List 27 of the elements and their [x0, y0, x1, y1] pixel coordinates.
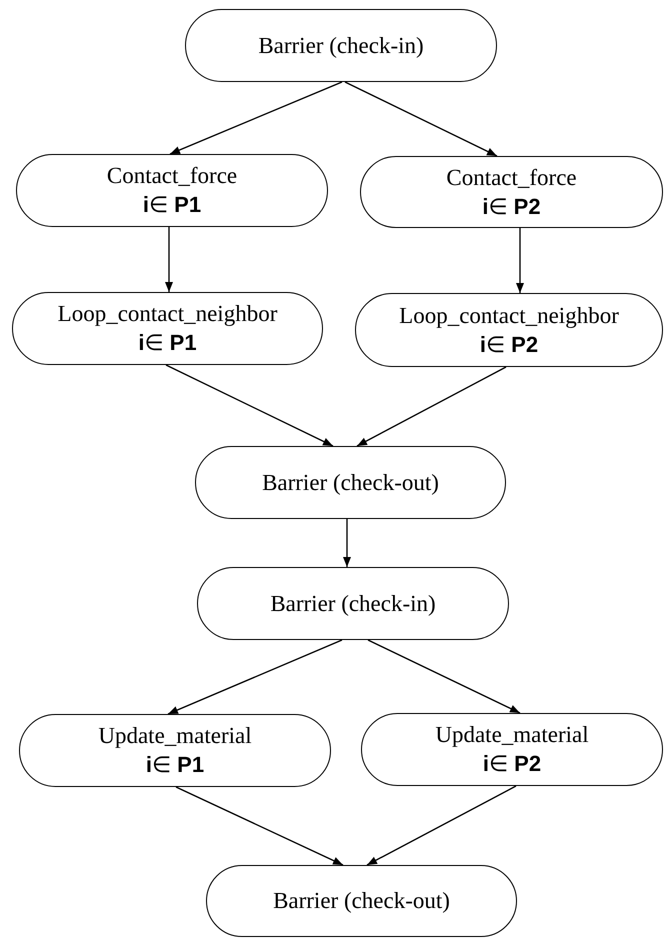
process-name: Barrier (check-in)	[270, 590, 436, 618]
index-set: i∈ P1	[138, 329, 197, 358]
process-name: Contact_force	[106, 162, 238, 190]
index-set: i∈ P1	[142, 191, 202, 220]
arrow	[368, 639, 520, 714]
index-set: i∈ P2	[482, 750, 542, 778]
index-set: i∈ P2	[480, 330, 538, 359]
arrow	[516, 228, 524, 293]
arrow	[168, 639, 342, 715]
arrow	[166, 364, 334, 447]
arrow	[170, 81, 342, 155]
process-name: Update_material	[435, 721, 589, 750]
process-name: Barrier (check-in)	[258, 32, 424, 60]
index-set: i∈ P1	[146, 751, 204, 780]
process-name: Barrier (check-out)	[273, 887, 450, 916]
process-name: Update_material	[98, 722, 252, 750]
process-name: Contact_force	[446, 164, 577, 192]
process-name: Loop_contact_neighbor	[58, 300, 278, 328]
process-name: Loop_contact_neighbor	[399, 302, 619, 330]
arrow	[344, 81, 498, 157]
arrow	[165, 227, 173, 292]
process-name: Barrier (check-out)	[262, 468, 439, 497]
arrow	[176, 786, 344, 866]
arrow	[356, 366, 506, 447]
arrow	[366, 785, 516, 866]
arrow	[343, 519, 351, 567]
index-set: i∈ P2	[482, 192, 541, 221]
